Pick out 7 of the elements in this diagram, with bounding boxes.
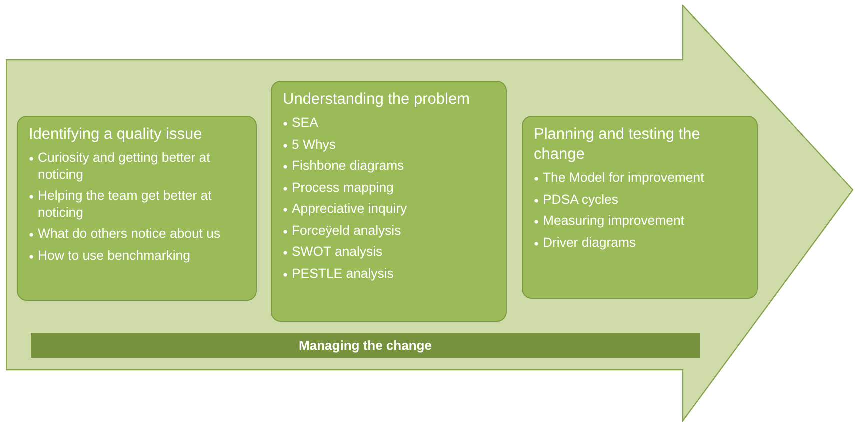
stage-card — [17, 116, 257, 301]
stage-card — [522, 116, 758, 299]
card-heading: Understanding the problem — [283, 90, 471, 110]
banner-bar: Managing the change — [31, 333, 700, 358]
stage-card — [271, 81, 507, 322]
card-heading: Identifying a quality issue — [29, 125, 204, 145]
card-heading: Planning and testing the change — [534, 125, 702, 166]
